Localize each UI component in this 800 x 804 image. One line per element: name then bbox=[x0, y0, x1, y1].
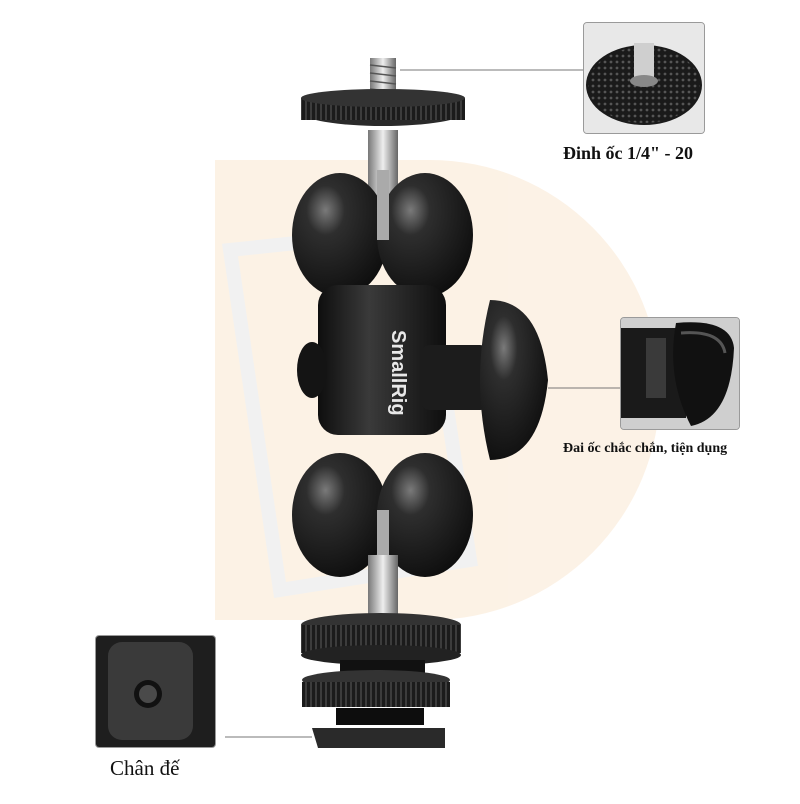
brand-logo: SmallRig bbox=[387, 330, 409, 416]
lower-ball-right bbox=[377, 453, 473, 577]
screw-detail-image bbox=[583, 22, 705, 134]
shoe-lock-nut bbox=[302, 682, 450, 707]
callout-label-screw: Đinh ốc 1/4" - 20 bbox=[563, 143, 693, 163]
knob-shaft bbox=[420, 345, 490, 410]
callout-label-knob: Đai ốc chắc chắn, tiện dụng bbox=[563, 441, 728, 456]
locking-knob bbox=[480, 300, 548, 460]
shoe-base-detail-image bbox=[95, 635, 216, 748]
arm-body bbox=[318, 285, 446, 435]
upper-ball-left bbox=[292, 173, 388, 297]
callout-label-base: Chân đế bbox=[110, 756, 180, 780]
cold-shoe-plate bbox=[312, 728, 445, 748]
upper-ball-right bbox=[377, 173, 473, 297]
lower-ball-left bbox=[292, 453, 388, 577]
knob-detail-image bbox=[620, 317, 740, 430]
